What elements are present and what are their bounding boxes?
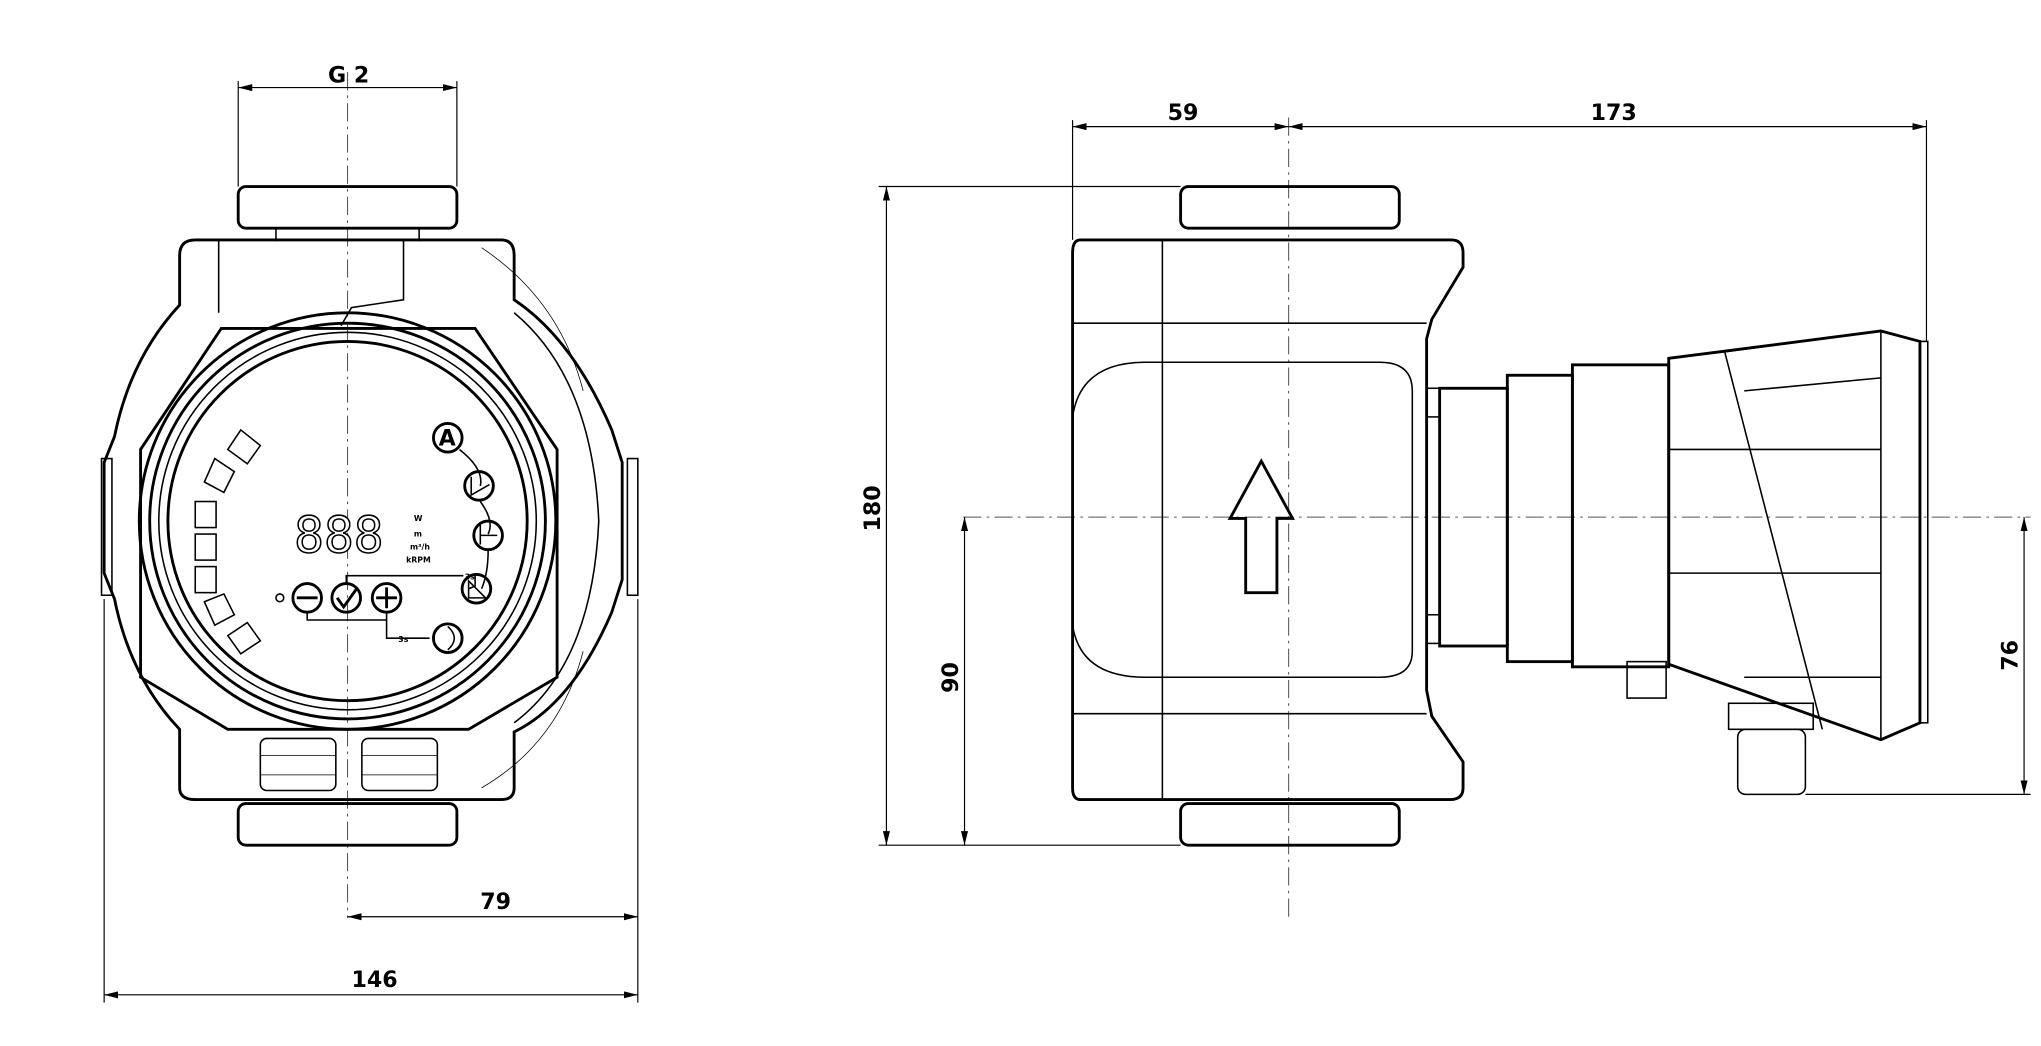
minus-button[interactable] (291, 582, 323, 614)
bottom-flange (236, 802, 459, 847)
dim-front-width-label: 146 (351, 967, 397, 993)
power-icon (275, 593, 285, 603)
level-bar-segments (194, 428, 262, 655)
night-mode-icon (432, 622, 464, 654)
proportional-pressure-button[interactable] (463, 470, 495, 502)
unit-rpm: kRPM (406, 556, 431, 565)
hold-minus-plus-label: 3s (398, 635, 408, 644)
constant-curve-button[interactable] (460, 572, 493, 605)
dim-half-width-label: 79 (480, 889, 511, 915)
top-flange-side (1179, 185, 1401, 230)
dim-axis-to-gland-label: 76 (1998, 640, 2024, 671)
control-panel-face (166, 339, 529, 703)
unit-flow: m³/h (410, 543, 430, 552)
cable-glands (259, 737, 439, 792)
dim-port-to-port-label: 180 (860, 485, 886, 531)
unit-w: W (414, 514, 423, 523)
constant-pressure-button[interactable] (472, 519, 504, 552)
pump-housing (102, 238, 624, 802)
flow-direction-arrow (1227, 458, 1295, 595)
seven-segment-display: 888 (294, 506, 383, 564)
cable-gland-side (1727, 702, 1814, 731)
svg-text:A: A (439, 426, 456, 452)
front-view: 888 W m m³/h kRPM 3s 3s A G 2 79 146 (100, 62, 639, 1003)
motor-stator (1570, 363, 1671, 669)
outer-ring (137, 311, 558, 731)
auto-mode-button[interactable]: A (432, 421, 464, 454)
dim-axis-height-label: 90 (938, 662, 964, 693)
control-box (1667, 329, 1922, 742)
plus-button[interactable] (370, 582, 403, 614)
top-flange (236, 185, 459, 230)
dim-inlet-offset-label: 59 (1168, 100, 1199, 126)
unit-m: m (414, 530, 422, 539)
dim-motor-length-label: 173 (1591, 100, 1637, 126)
check-button[interactable] (330, 582, 362, 614)
pump-body-side (1071, 238, 1465, 802)
bottom-flange-side (1179, 802, 1401, 847)
dim-thread-label: G 2 (328, 62, 369, 88)
side-view: 59 173 180 90 76 (860, 100, 2031, 919)
